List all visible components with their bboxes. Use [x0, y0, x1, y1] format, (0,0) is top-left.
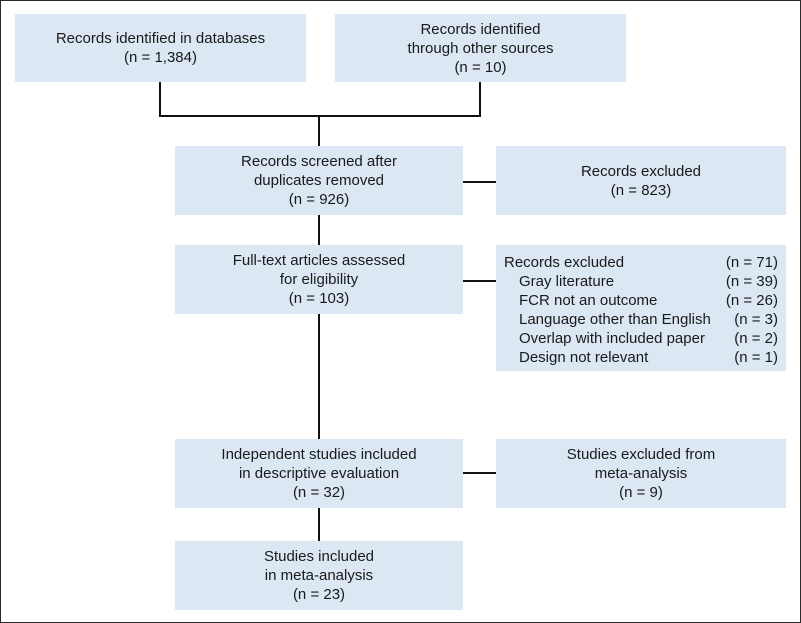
exclusion-reason-row: Overlap with included paper (n = 2)	[504, 329, 778, 348]
box-descriptive-evaluation: Independent studies included in descript…	[175, 439, 463, 508]
exclusion-reason-row: FCR not an outcome (n = 26)	[504, 291, 778, 310]
exclusion-reason-label: Design not relevant	[519, 349, 649, 366]
exclusion-reason-count: (n = 26)	[725, 292, 778, 309]
box-text-line3: (n = 926)	[288, 191, 350, 208]
exclusion-reason-count: (n = 2)	[734, 330, 778, 347]
box-text-line2: for eligibility	[279, 271, 359, 288]
excluded-total-count: (n = 71)	[725, 254, 778, 271]
box-studies-excluded-meta: Studies excluded from meta-analysis (n =…	[496, 439, 786, 508]
box-text-line2: in meta-analysis	[264, 567, 374, 584]
box-text-line2: meta-analysis	[594, 465, 688, 482]
box-text-line1: Records excluded	[580, 162, 702, 180]
excluded-total-label: Records excluded	[504, 254, 625, 271]
box-text-line1: Independent studies included	[221, 446, 417, 463]
box-text-line2: (n = 823)	[610, 181, 672, 199]
excluded-total-row: Records excluded (n = 71)	[504, 253, 778, 272]
box-text-line3: (n = 9)	[619, 484, 663, 501]
connector-main-vertical	[318, 115, 320, 542]
box-records-identified-other-sources: Records identified through other sources…	[335, 14, 626, 82]
exclusion-reason-label: Overlap with included paper	[519, 330, 705, 347]
connector-merge-horizontal	[159, 115, 481, 117]
connector-other-down	[479, 82, 481, 117]
exclusion-reason-count: (n = 3)	[734, 311, 778, 328]
box-text-line2: in descriptive evaluation	[238, 465, 400, 482]
box-text-line1: Records identified in databases	[55, 30, 266, 47]
exclusion-reason-count: (n = 39)	[725, 273, 778, 290]
box-records-identified-databases: Records identified in databases (n = 1,3…	[15, 14, 306, 82]
box-records-excluded-screening: Records excluded (n = 823)	[496, 146, 786, 215]
box-text-line1: Studies excluded from	[566, 446, 716, 463]
exclusion-reason-row: Design not relevant (n = 1)	[504, 348, 778, 367]
connector-screened-excluded	[463, 181, 496, 183]
box-text-line3: (n = 103)	[288, 290, 350, 307]
box-text-line2: through other sources	[407, 39, 554, 57]
exclusion-reason-label: Gray literature	[519, 273, 615, 290]
exclusion-reason-row: Language other than English (n = 3)	[504, 310, 778, 329]
exclusion-reason-count: (n = 1)	[734, 349, 778, 366]
box-text-line1: Records identified	[420, 20, 541, 38]
box-text-line3: (n = 23)	[292, 586, 346, 603]
box-records-screened: Records screened after duplicates remove…	[175, 146, 463, 215]
exclusion-reason-label: Language other than English	[519, 311, 711, 328]
box-text-line3: (n = 10)	[454, 58, 507, 76]
box-text-line1: Records screened after	[241, 153, 397, 170]
box-text-line3: (n = 32)	[292, 484, 346, 501]
box-text-line2: (n = 1,384)	[124, 49, 197, 66]
box-fulltext-assessed: Full-text articles assessed for eligibil…	[175, 245, 463, 314]
connector-fulltext-excluded	[463, 280, 496, 282]
box-text-line1: Full-text articles assessed	[232, 252, 406, 269]
box-studies-included-meta: Studies included in meta-analysis (n = 2…	[175, 541, 463, 610]
connector-db-down	[159, 82, 161, 117]
box-text-line1: Studies included	[263, 548, 375, 565]
box-records-excluded-fulltext: Records excluded (n = 71) Gray literatur…	[496, 245, 786, 371]
exclusion-reason-row: Gray literature (n = 39)	[504, 272, 778, 291]
exclusion-reason-label: FCR not an outcome	[519, 292, 658, 309]
box-text-line2: duplicates removed	[253, 172, 385, 189]
connector-descriptive-excluded	[463, 472, 496, 474]
